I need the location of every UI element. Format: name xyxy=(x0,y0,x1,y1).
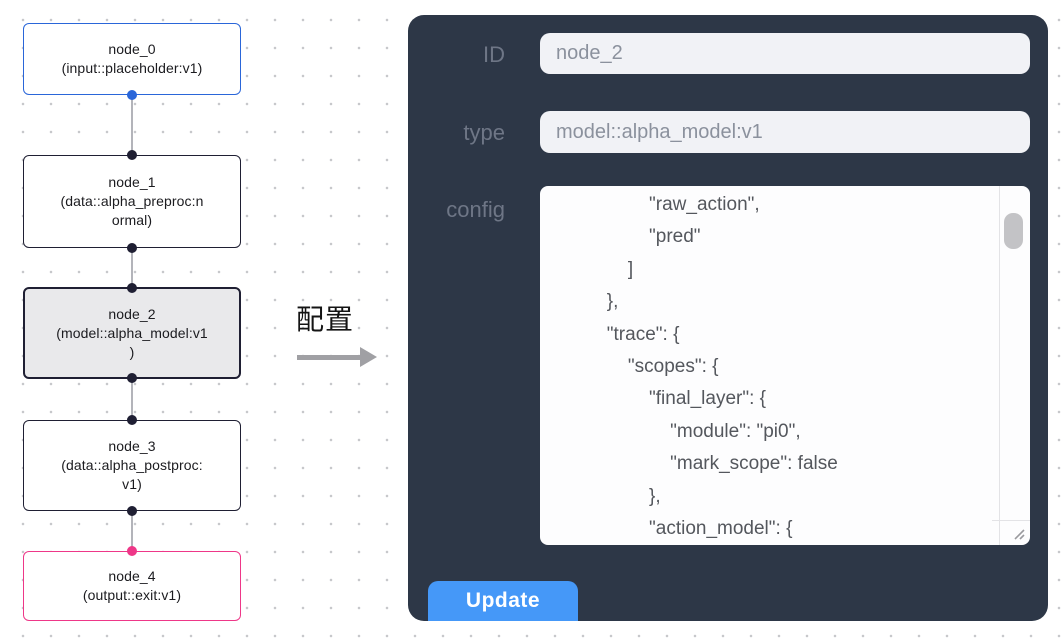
flow-node-node_0[interactable]: node_0 (input::placeholder:v1) xyxy=(23,23,241,100)
flow-node-node_4[interactable]: node_4 (output::exit:v1) xyxy=(23,546,241,621)
update-button[interactable]: Update xyxy=(428,581,578,621)
target-handle-icon[interactable] xyxy=(127,415,137,425)
scrollbar-thumb[interactable] xyxy=(1004,213,1023,249)
node-config-panel: ID type config "raw_action", "pred" ] },… xyxy=(408,15,1048,621)
node-label: node_1 (data::alpha_preproc:n ormal) xyxy=(60,174,204,228)
target-handle-icon[interactable] xyxy=(127,283,137,293)
node-label: node_3 (data::alpha_postproc: v1) xyxy=(61,438,203,492)
arrow-right-icon xyxy=(296,347,386,367)
scrollbar-track xyxy=(999,186,1000,545)
source-handle-icon[interactable] xyxy=(127,506,137,516)
flow-node-node_2[interactable]: node_2 (model::alpha_model:v1 ) xyxy=(23,283,241,383)
source-handle-icon[interactable] xyxy=(127,243,137,253)
node-label: node_0 (input::placeholder:v1) xyxy=(61,41,203,76)
flow-node-node_3[interactable]: node_3 (data::alpha_postproc: v1) xyxy=(23,415,241,516)
annotation-label: 配置 xyxy=(296,304,355,335)
type-input[interactable] xyxy=(540,111,1030,153)
id-field-label: ID xyxy=(483,42,505,67)
config-json-text: "raw_action", "pred" ] }, "trace": { "sc… xyxy=(606,194,838,540)
node-label: node_2 (model::alpha_model:v1 ) xyxy=(56,305,208,360)
config-annotation: 配置 xyxy=(296,298,386,367)
config-textarea[interactable]: "raw_action", "pred" ] }, "trace": { "sc… xyxy=(540,186,1030,545)
target-handle-icon[interactable] xyxy=(127,150,137,160)
source-handle-icon[interactable] xyxy=(127,90,137,100)
resize-handle-icon[interactable] xyxy=(1009,524,1027,542)
scrollbar-corner-divider xyxy=(992,520,1030,521)
id-input[interactable] xyxy=(540,33,1030,74)
config-field-label: config xyxy=(446,197,505,222)
flow-node-node_1[interactable]: node_1 (data::alpha_preproc:n ormal) xyxy=(23,150,241,253)
target-handle-icon[interactable] xyxy=(127,546,137,556)
node-label: node_4 (output::exit:v1) xyxy=(82,568,182,603)
source-handle-icon[interactable] xyxy=(127,373,137,383)
type-field-label: type xyxy=(463,120,505,145)
